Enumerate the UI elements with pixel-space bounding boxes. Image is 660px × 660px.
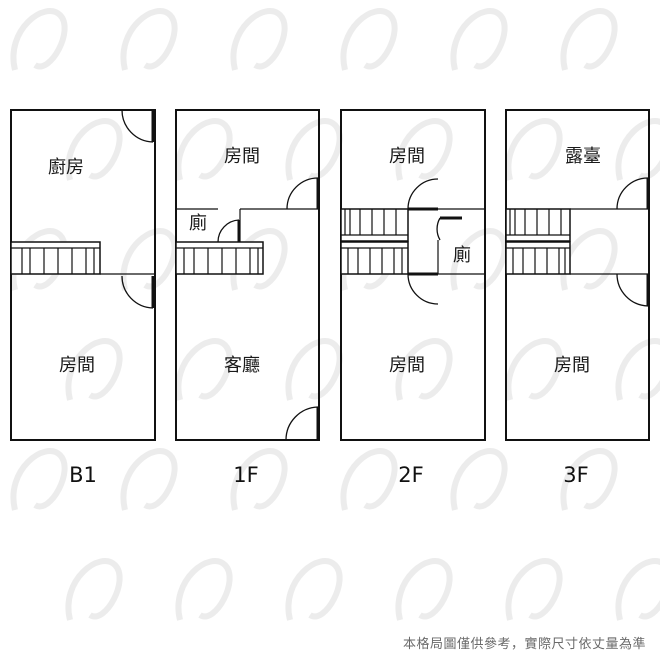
2f-outline: [340, 109, 486, 441]
watermark-mark: [505, 118, 563, 181]
watermark-mark: [505, 558, 563, 621]
2f-room-bedroom-top: 房間: [389, 146, 425, 167]
2f-bottom-door-icon: [407, 272, 439, 305]
3f-bedroom-door-icon: [616, 273, 650, 307]
3f-staircase-upper: [505, 208, 571, 242]
b1-staircase: [10, 241, 101, 275]
watermark-mark: [10, 8, 68, 71]
watermark-mark: [395, 338, 453, 401]
2f-top-door-icon: [407, 178, 439, 211]
b1-room-kitchen: 廚房: [48, 156, 84, 178]
2f-room-toilet: 廁: [453, 244, 471, 266]
2f-floor-label: 2F: [398, 463, 423, 487]
disclaimer-text: 本格局圖僅供參考，實際尺寸依丈量為準: [402, 637, 646, 652]
watermark-mark: [395, 558, 453, 621]
1f-floor-label: 1F: [233, 463, 258, 487]
floor-1f: 房間 廁 客廳 1F: [175, 109, 320, 487]
watermark-mark: [175, 558, 233, 621]
watermark-mark: [340, 8, 398, 71]
watermark-mark: [340, 448, 398, 511]
watermark-mark: [450, 8, 508, 71]
watermark-mark: [505, 338, 563, 401]
b1-middle-door-icon: [121, 275, 155, 309]
watermark-mark: [285, 558, 343, 621]
b1-room-bedroom: 房間: [59, 355, 95, 376]
watermark-mark: [560, 228, 618, 291]
floor-3f: 露臺 房間 3F: [505, 109, 650, 487]
2f-room-bedroom-bottom: 房間: [389, 355, 425, 376]
2f-toilet-door-icon: [436, 216, 462, 241]
b1-outline: [10, 109, 156, 441]
watermark-mark: [285, 118, 343, 181]
1f-room-living: 客廳: [224, 355, 260, 376]
watermark-mark: [175, 118, 233, 181]
watermark-mark: [560, 448, 618, 511]
1f-entrance-door-icon: [285, 406, 320, 441]
watermark-mark: [65, 558, 123, 621]
3f-room-terrace: 露臺: [565, 146, 601, 167]
watermark-mark: [65, 338, 123, 401]
2f-staircase-upper: [340, 208, 409, 242]
watermark-mark: [230, 448, 288, 511]
watermark-mark: [120, 448, 178, 511]
3f-terrace-door-icon: [616, 177, 650, 210]
watermark-mark: [450, 448, 508, 511]
watermark-mark: [120, 8, 178, 71]
3f-room-bedroom: 房間: [554, 355, 590, 376]
watermark-mark: [450, 228, 508, 291]
2f-staircase-lower: [340, 241, 409, 275]
1f-bedroom-door-icon: [286, 177, 320, 210]
watermark-mark: [65, 118, 123, 181]
3f-staircase-lower: [505, 241, 571, 275]
floor-2f: 房間 廁 房間 2F: [340, 109, 486, 487]
watermark-mark: [175, 338, 233, 401]
watermark-mark: [230, 8, 288, 71]
floor-b1: 廚房 房間 B1: [10, 109, 156, 487]
b1-floor-label: B1: [69, 463, 97, 487]
1f-room-bedroom: 房間: [224, 146, 260, 167]
watermark-mark: [560, 8, 618, 71]
watermark-mark: [615, 338, 660, 401]
watermark-mark: [615, 118, 660, 181]
watermark-mark: [395, 118, 453, 181]
watermark-mark: [10, 448, 68, 511]
watermark-mark: [615, 558, 660, 621]
watermark-mark: [120, 228, 178, 291]
1f-room-toilet: 廁: [189, 212, 207, 234]
b1-top-door-icon: [121, 109, 155, 143]
watermark-mark: [285, 338, 343, 401]
watermark-pattern: [10, 8, 660, 621]
1f-staircase: [175, 241, 264, 275]
1f-toilet-door-icon: [217, 219, 241, 243]
1f-outline: [175, 109, 320, 441]
3f-floor-label: 3F: [563, 463, 588, 487]
